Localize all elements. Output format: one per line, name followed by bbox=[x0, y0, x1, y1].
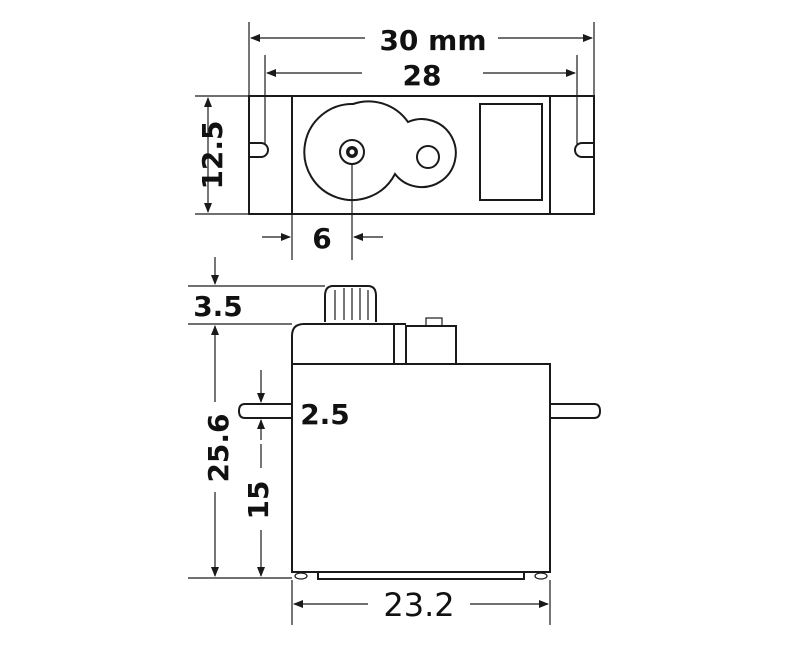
dim-top-height-label: 12.5 bbox=[196, 120, 229, 189]
idler-gear-hole bbox=[416, 145, 440, 169]
side-body-outline bbox=[291, 363, 551, 573]
side-view: 3.5 25.6 2.5 15 23.2 bbox=[188, 257, 602, 625]
cap-nub bbox=[425, 317, 443, 327]
top-cap-outline bbox=[291, 323, 395, 364]
left-mount-tab bbox=[237, 403, 292, 419]
dim-body-width-label: 23.2 bbox=[383, 586, 454, 624]
gear-housing-outline bbox=[303, 100, 457, 201]
right-mount-tab bbox=[550, 403, 602, 419]
top-view: 30 mm 28 12.5 6 bbox=[195, 22, 595, 260]
spline-outline bbox=[324, 285, 377, 322]
bottom-plate bbox=[317, 571, 525, 580]
dim-body-height-label: 25.6 bbox=[202, 413, 235, 482]
dim-hole-spacing-label: 28 bbox=[403, 59, 442, 92]
dim-shaft-offset-label: 6 bbox=[312, 222, 331, 255]
dim-overall-width-label: 30 mm bbox=[379, 24, 486, 57]
bottom-foot-right bbox=[534, 572, 548, 580]
top-label-window bbox=[479, 103, 543, 201]
bottom-foot-left bbox=[294, 572, 308, 580]
top-body-outline bbox=[291, 95, 551, 215]
left-mount-slot bbox=[249, 142, 269, 158]
dim-tab-thickness-label: 2.5 bbox=[300, 398, 350, 431]
right-mount-slot bbox=[574, 142, 594, 158]
output-shaft-hole bbox=[349, 149, 355, 155]
dim-tab-height-label: 15 bbox=[242, 481, 275, 520]
dim-spline-height-label: 3.5 bbox=[193, 290, 243, 323]
cap-bump-outline bbox=[405, 325, 457, 365]
